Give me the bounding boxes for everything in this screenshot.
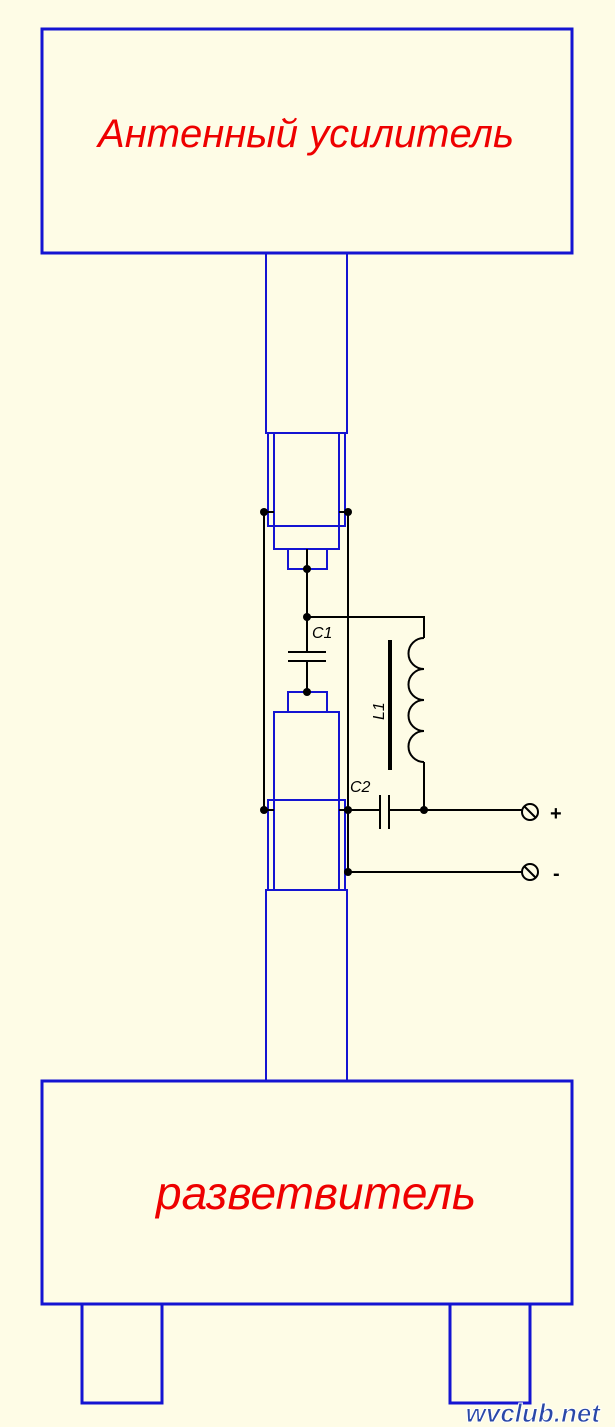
junction-dot [344, 508, 352, 516]
amplifier-label: Антенный усилитель [96, 112, 514, 156]
junction-dot [303, 565, 311, 573]
junction-dot [344, 868, 352, 876]
watermark: wvclub.net [466, 1398, 602, 1427]
minus-label: - [553, 863, 560, 885]
upper-connector-outer [267, 432, 346, 527]
lower-connector-inner [273, 799, 340, 891]
splitter-output-right [448, 1302, 532, 1405]
junction-dot [260, 806, 268, 814]
junction-dot [344, 806, 352, 814]
splitter-block [40, 1079, 574, 1306]
minus-terminal-slash [523, 865, 537, 879]
c2-label: C2 [350, 779, 371, 796]
c1-label: C1 [312, 625, 332, 642]
lower-connector-outer [267, 799, 346, 891]
splitter-output-left [80, 1302, 164, 1405]
upper-cable [265, 252, 348, 434]
plus-terminal [521, 803, 539, 821]
l1-feed-wire [307, 616, 425, 638]
upper-connector-inner [273, 432, 340, 527]
plus-label: + [550, 803, 562, 825]
junction-dot [260, 508, 268, 516]
lower-cable [265, 889, 348, 1082]
junction-dot [303, 688, 311, 696]
minus-terminal [521, 863, 539, 881]
junction-dot [420, 806, 428, 814]
l1-label: L1 [371, 702, 388, 720]
shield-wire-right [339, 511, 349, 872]
shield-wire-left [263, 511, 274, 811]
l1-coil [407, 637, 425, 763]
plus-terminal-slash [523, 805, 537, 819]
upper-connector-shell [273, 525, 340, 550]
junction-dot [303, 613, 311, 621]
splitter-label: разветвитель [154, 1167, 476, 1219]
